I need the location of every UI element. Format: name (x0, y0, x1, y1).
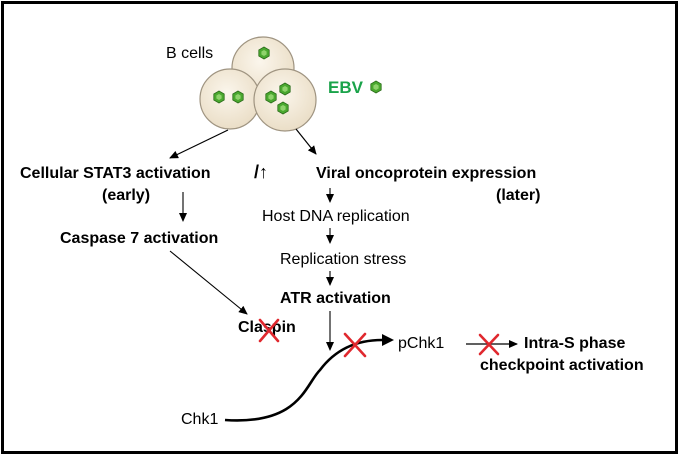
stat3-early-label: (early) (102, 187, 150, 204)
caspase-7-label: Caspase 7 activation (60, 230, 218, 247)
claspin-block-icon (258, 318, 280, 343)
b-cell-cluster (199, 36, 317, 132)
viral-later-label: (later) (496, 187, 540, 204)
replication-stress-label: Replication stress (280, 251, 406, 268)
stat3-marker: /↑ (254, 162, 268, 182)
pchk1-label: pChk1 (398, 335, 444, 352)
chk1-label: Chk1 (181, 411, 218, 428)
arrow-cells-to-viral (295, 128, 317, 155)
arrow-caspase-to-claspin (169, 250, 248, 315)
viral-oncoprotein-label: Viral oncoprotein expression (316, 165, 536, 182)
ebv-legend-icon (370, 80, 382, 94)
ebv-virion-icon (232, 90, 244, 104)
ebv-label: EBV (328, 78, 364, 97)
ebv-virion-icon (213, 90, 225, 104)
ebv-virion-icon (279, 82, 291, 96)
ebv-virion-icon (265, 90, 277, 104)
intra-s-phase-label: Intra-S phase (524, 335, 625, 352)
stat3-activation-label: Cellular STAT3 activation (20, 165, 211, 182)
ebv-virion-icon (277, 101, 289, 115)
b-cell-right (253, 68, 317, 132)
b-cell-left (199, 68, 261, 130)
host-dna-replication-label: Host DNA replication (262, 208, 410, 225)
atr-activation-label: ATR activation (280, 290, 391, 307)
arrow-cells-to-stat3 (169, 129, 229, 159)
checkpoint-activation-label: checkpoint activation (480, 357, 644, 374)
checkpoint-block-icon (478, 333, 500, 356)
ebv-virion-icon (258, 46, 270, 60)
chk1-curve-arrowhead-icon (382, 334, 394, 346)
b-cells-label: B cells (166, 45, 213, 62)
chk1-phosphorylation-block-icon (343, 332, 367, 358)
